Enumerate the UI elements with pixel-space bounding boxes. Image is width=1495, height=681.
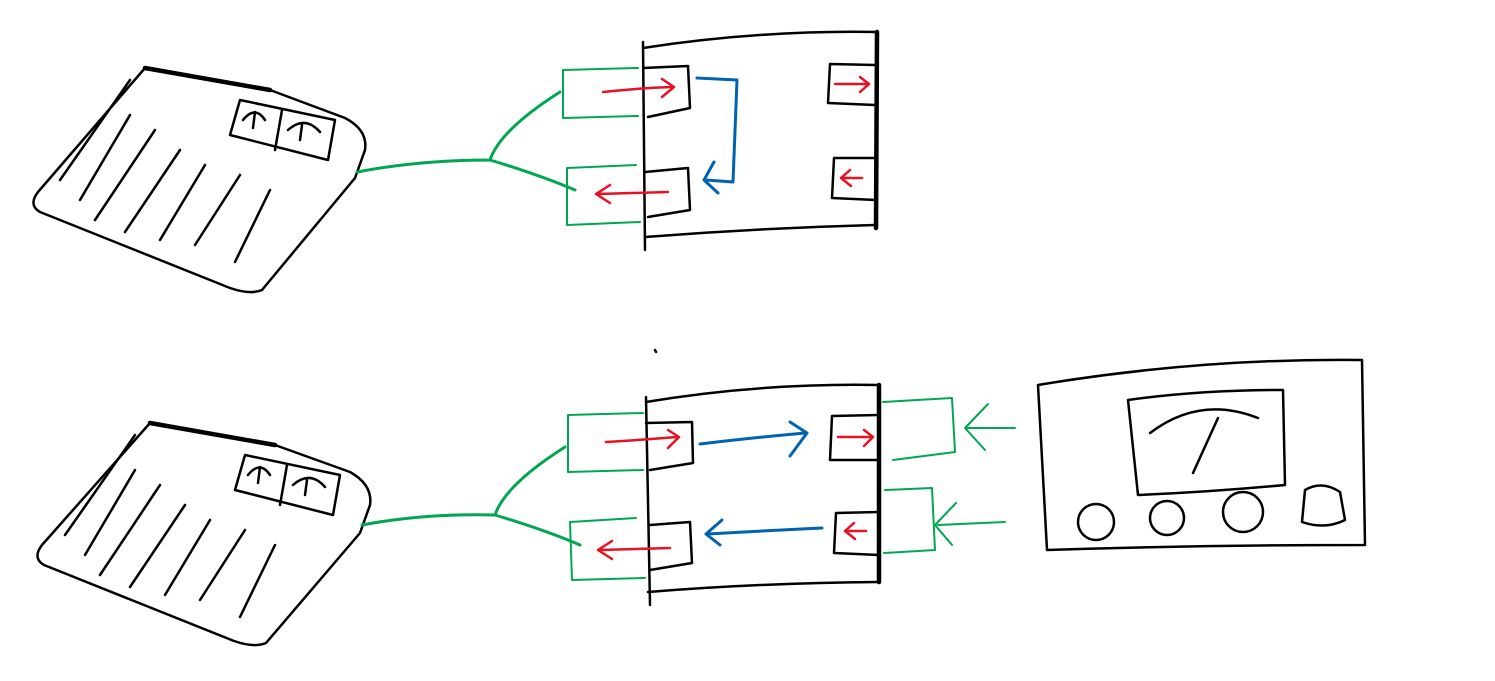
test-instrument [1036,358,1367,552]
passthrough-adapter [596,382,882,607]
keyboard-device-2 [36,420,372,647]
connector-brackets-2 [567,412,646,581]
top-scenario [32,29,880,294]
connector-brackets-right [882,397,1016,554]
bottom-scenario [36,348,1367,647]
connector-brackets [562,67,641,226]
green-cable-2 [360,445,582,547]
keyboard-device [32,65,367,294]
loopback-adapter [594,29,880,252]
green-cable [355,90,577,192]
